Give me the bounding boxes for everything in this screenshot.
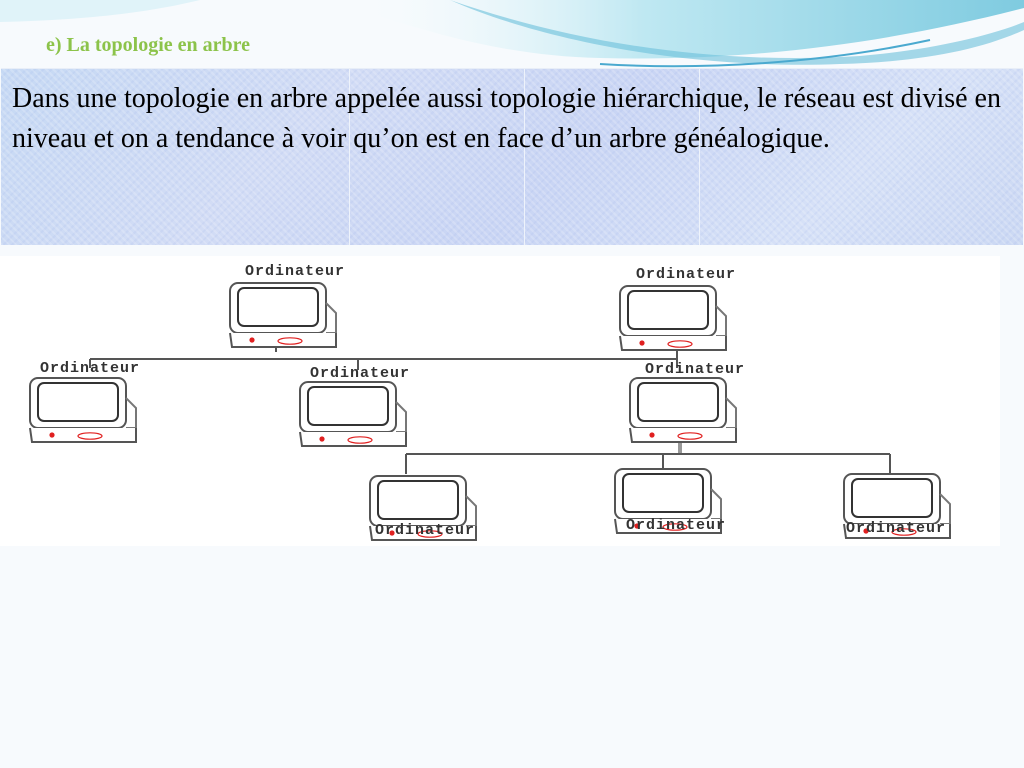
node-label: Ordinateur — [310, 365, 410, 382]
table-column-divider — [699, 69, 700, 245]
computer-node-level3-left: Ordinateur — [369, 475, 477, 541]
text-box: Dans une topologie en arbre appelée auss… — [1, 68, 1023, 245]
computer-node-root-right: Ordinateur — [619, 266, 736, 351]
tree-topology-svg: Ordinateur Ordinateur Ordinateur Ordinat… — [29, 263, 951, 541]
node-label: Ordinateur — [626, 517, 726, 534]
node-label: Ordinateur — [846, 520, 946, 537]
node-label: Ordinateur — [245, 263, 345, 280]
computer-node-level3-middle: Ordinateur — [614, 468, 726, 534]
text-box-paragraph: Dans une topologie en arbre appelée auss… — [12, 83, 1001, 154]
tree-topology-diagram: Ordinateur Ordinateur Ordinateur Ordinat… — [0, 256, 1000, 546]
slide-title: e) La topologie en arbre — [46, 34, 251, 56]
computer-icon — [299, 381, 407, 447]
computer-icon — [619, 285, 727, 351]
table-column-divider — [349, 69, 350, 245]
node-label: Ordinateur — [636, 266, 736, 283]
computer-node-root-left: Ordinateur — [229, 263, 345, 348]
network-links — [89, 322, 891, 474]
table-column-divider — [524, 69, 525, 245]
computer-node-level2-right: Ordinateur — [629, 361, 745, 443]
header-wave-decoration — [0, 0, 1024, 68]
computer-icon — [629, 377, 737, 443]
node-label: Ordinateur — [645, 361, 745, 378]
node-label: Ordinateur — [40, 360, 140, 377]
node-label: Ordinateur — [375, 522, 475, 539]
computer-icon — [29, 377, 137, 443]
computer-icon — [229, 282, 337, 348]
computer-node-level2-left: Ordinateur — [29, 360, 140, 443]
computer-node-level3-right: Ordinateur — [843, 473, 951, 539]
computer-node-level2-middle: Ordinateur — [299, 365, 410, 447]
